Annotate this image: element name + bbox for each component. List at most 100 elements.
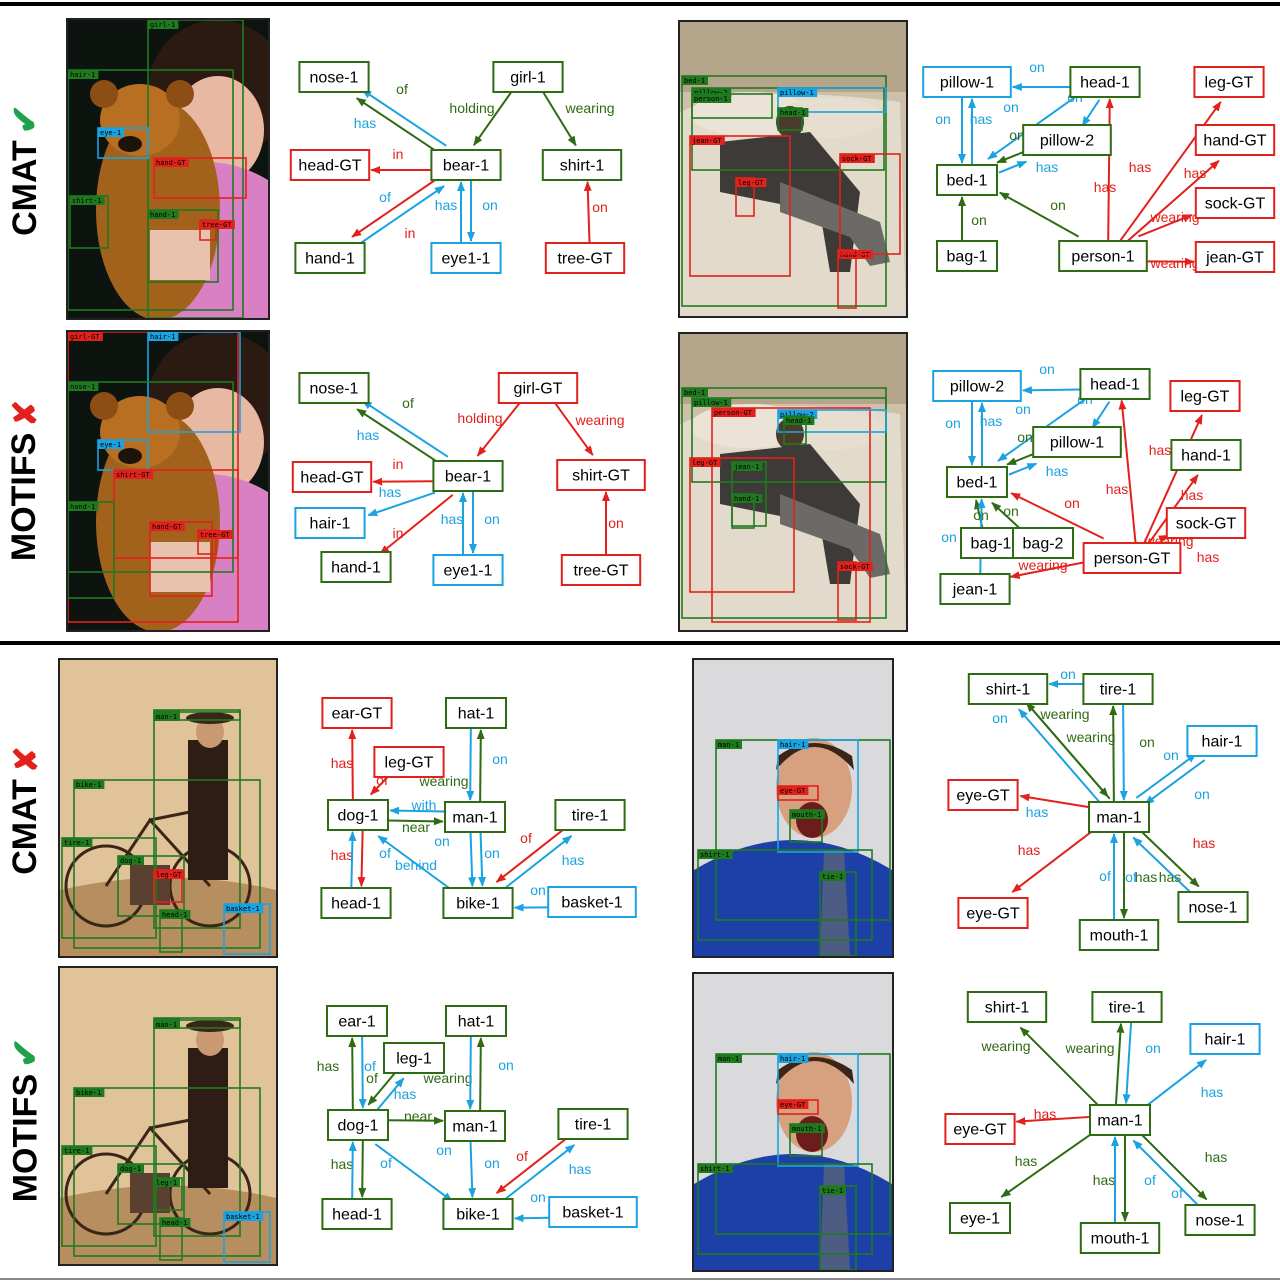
node-label: eye-GT: [956, 788, 1010, 805]
node-jean: jean-GT: [1194, 241, 1276, 273]
edge-dog-to-head: [358, 1140, 367, 1199]
edge-label: on: [1009, 127, 1025, 143]
edge-label: wearing: [1149, 209, 1199, 225]
detection-box: person-GT: [711, 407, 871, 623]
node-tire: tire-1: [554, 799, 626, 831]
node-hair: hair-1: [1186, 725, 1258, 757]
detection-tag: hair-1: [70, 71, 95, 79]
edge-man-to-eyegt: [1015, 1115, 1090, 1126]
detection-box: shirt-1: [69, 195, 109, 249]
detection-box: mouth-1: [789, 1123, 825, 1157]
edge-man-to-hat: [476, 729, 485, 803]
detection-box: mouth-1: [789, 809, 825, 843]
node-label: hand-1: [1181, 448, 1231, 465]
node-label: sock-GT: [1176, 516, 1237, 533]
row-label-motifs-1: MOTIFS✘: [2, 330, 48, 630]
detection-tag: dog-1: [120, 1165, 141, 1173]
edge-label: on: [971, 212, 987, 228]
edge-label: has: [1135, 869, 1158, 885]
node-hair: hair-1: [1189, 1023, 1261, 1055]
node-hand: hand-1: [1170, 439, 1242, 471]
edge-bed-to-pillow1: [1008, 462, 1038, 476]
detection-box: leg-GT: [735, 177, 767, 217]
detection-tag: tree-GT: [202, 221, 232, 229]
detection-tag: bike-1: [76, 1089, 101, 1097]
detection-tag: man-1: [718, 741, 739, 749]
node-label: head-1: [1080, 75, 1130, 92]
edge-head-to-pillow1: [1091, 401, 1111, 429]
detection-tag: hand-1: [150, 211, 175, 219]
edge-label: has: [331, 1156, 354, 1172]
node-ear: ear-1: [326, 1005, 388, 1037]
node-label: leg-GT: [1205, 75, 1254, 92]
node-mouth: mouth-1: [1078, 919, 1160, 951]
node-bag1: bag-1: [960, 527, 1022, 559]
node-label: leg-GT: [1181, 389, 1230, 406]
node-label: tire-1: [572, 808, 609, 825]
detection-tag: leg-1: [156, 1179, 177, 1187]
edge-label: has: [331, 755, 354, 771]
detection-tag: shirt-1: [700, 851, 730, 859]
edge-head-to-pillow2: [1081, 99, 1101, 127]
node-person: person-1: [1058, 240, 1148, 272]
detection-tag: basket-1: [226, 905, 260, 913]
detection-tag: eye-1: [100, 441, 121, 449]
edge-leg-to-dog: [367, 1069, 399, 1106]
detection-tag: tie-1: [822, 873, 843, 881]
edge-label: has: [357, 427, 380, 443]
detection-box: dog-1: [117, 1163, 185, 1225]
node-label: mouth-1: [1090, 928, 1149, 945]
edge-ear-to-dog: [358, 1035, 367, 1109]
edge-label: on: [530, 882, 546, 898]
detection-box: man-1: [153, 1019, 241, 1029]
edge-bag2-to-bed: [991, 501, 1025, 533]
edge-bear-to-nose: [361, 399, 449, 458]
check-icon: ✔: [4, 104, 46, 135]
node-man: man-1: [444, 801, 506, 833]
detection-box: basket-1: [223, 903, 271, 955]
node-label: bag-1: [971, 536, 1012, 553]
node-sock: sock-GT: [1194, 187, 1276, 219]
photo-illustration: hat-1man-1bike-1tire-1dog-1leg-1head-1ba…: [60, 968, 276, 1264]
node-nose: nose-1: [298, 372, 370, 404]
edge-tire-to-bike: [495, 825, 569, 883]
detection-tag: shirt-1: [700, 1165, 730, 1173]
detection-tag: man-1: [156, 1021, 177, 1029]
node-label: girl-1: [510, 70, 546, 87]
node-label: eye1-1: [442, 251, 491, 268]
edge-label: on: [1003, 99, 1019, 115]
detection-box: girl-1: [147, 20, 244, 318]
node-handgt: hand-GT: [1194, 124, 1276, 156]
node-label: tire-1: [575, 1117, 612, 1134]
edge-label: has: [1184, 165, 1207, 181]
edge-label: behind: [395, 857, 437, 873]
node-eye: eye1-1: [432, 554, 504, 586]
edge-label: in: [393, 146, 404, 162]
edge-man-to-hat: [476, 1037, 485, 1112]
detection-tag: mouth-1: [792, 811, 822, 819]
edge-bear-to-hand: [351, 175, 442, 238]
node-label: man-1: [452, 810, 497, 827]
detection-box: person-1: [691, 93, 773, 119]
node-bike: bike-1: [442, 887, 514, 919]
node-label: bed-1: [957, 475, 998, 492]
node-label: person-GT: [1094, 551, 1171, 568]
node-label: tree-GT: [573, 563, 628, 580]
edge-label: has: [569, 1161, 592, 1177]
edge-man-to-nose: [1137, 827, 1200, 888]
node-label: bike-1: [456, 896, 500, 913]
detection-tag: head-1: [162, 1219, 187, 1227]
node-label: dog-1: [338, 1118, 379, 1135]
bottom-rule: [0, 1278, 1280, 1280]
edge-label: of: [379, 189, 391, 205]
node-label: pillow-1: [940, 75, 994, 92]
node-label: head-1: [1090, 377, 1140, 394]
detection-box: leg-1: [153, 1177, 183, 1211]
node-man: man-1: [444, 1110, 506, 1142]
detection-box: tie-1: [819, 1185, 857, 1270]
edge-label: on: [1039, 361, 1055, 377]
edge-label: wearing: [980, 1038, 1030, 1054]
edge-label: on: [935, 111, 951, 127]
